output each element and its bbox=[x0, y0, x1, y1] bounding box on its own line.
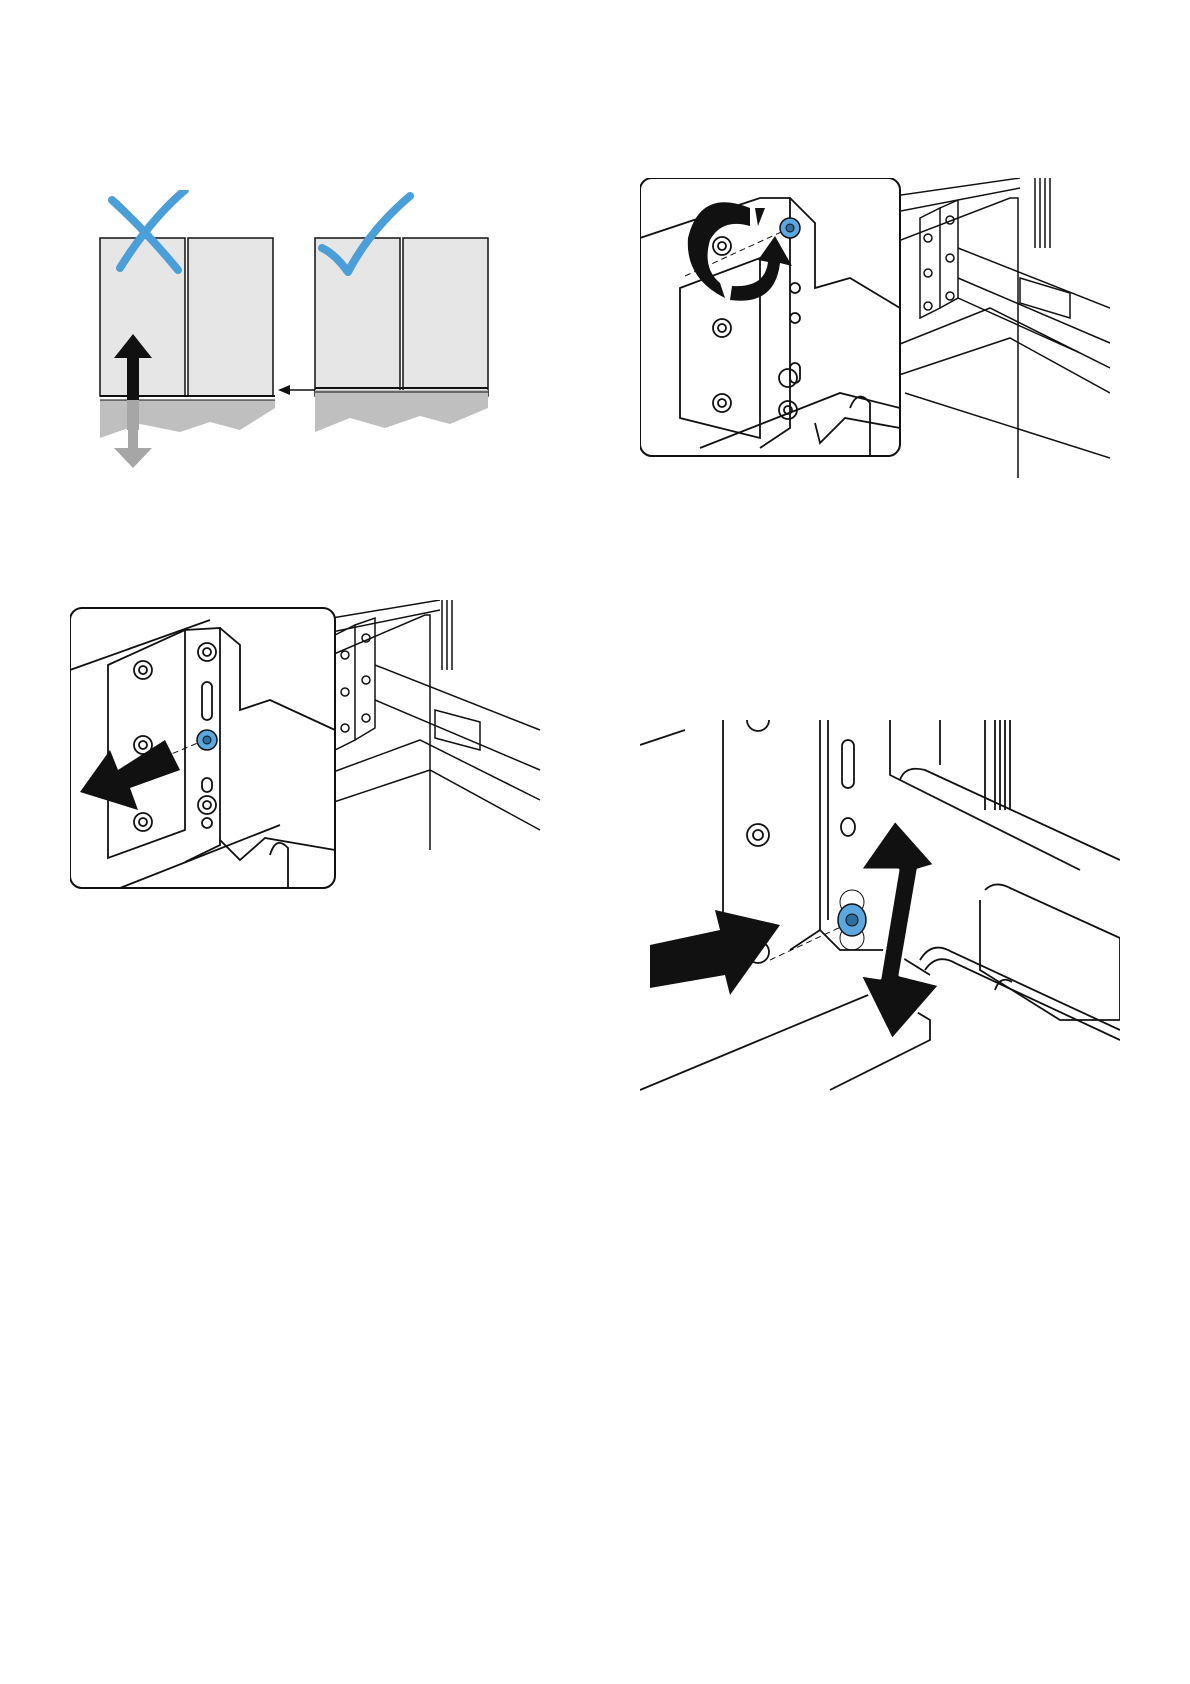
appliance-background bbox=[880, 178, 1110, 478]
loosen-screw-illustration bbox=[640, 178, 1110, 498]
figure-alignment-comparison bbox=[90, 190, 530, 490]
highlighted-screw-icon bbox=[780, 218, 800, 238]
push-arrow-icon bbox=[650, 910, 780, 995]
appliance-background bbox=[320, 600, 540, 850]
figure-remove-screw bbox=[70, 600, 550, 900]
alignment-illustration bbox=[90, 190, 530, 490]
remove-screw-illustration bbox=[70, 600, 550, 900]
vertical-double-arrow-icon bbox=[860, 820, 940, 1040]
highlighted-screw-icon bbox=[838, 904, 866, 936]
appliance-structure bbox=[640, 720, 1120, 1090]
zoom-inset bbox=[70, 608, 335, 888]
figure-adjust-height bbox=[640, 720, 1120, 1100]
highlighted-screw-icon bbox=[197, 730, 217, 750]
small-pointer-arrow-icon bbox=[278, 385, 318, 395]
adjust-height-illustration bbox=[640, 720, 1120, 1100]
figure-loosen-screw bbox=[640, 178, 1110, 498]
incorrect-panels bbox=[100, 238, 275, 438]
zoom-inset bbox=[640, 178, 900, 456]
